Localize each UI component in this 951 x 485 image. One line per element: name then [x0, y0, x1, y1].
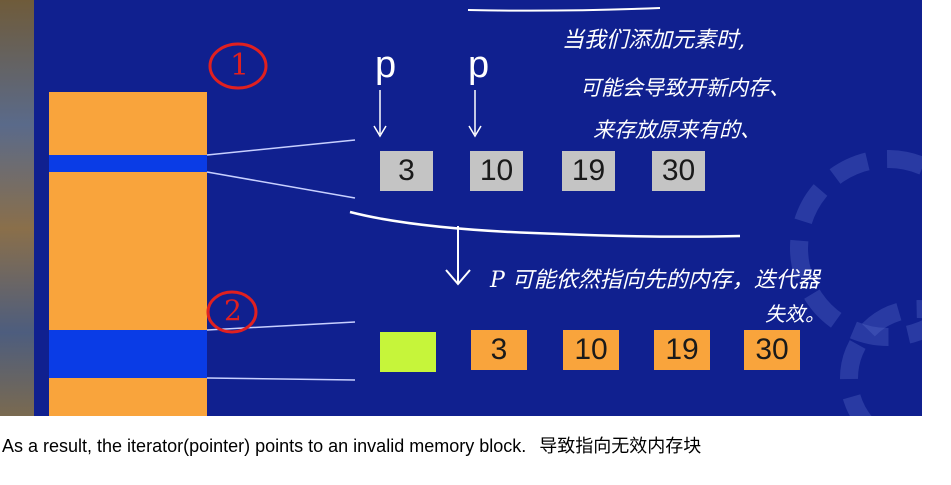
annotation-line-5: 失效。 [765, 302, 825, 326]
connector-lines [206, 7, 741, 381]
new-element-box: 30 [744, 330, 800, 370]
circle-two-label: 2 [224, 294, 242, 327]
memory-block-highlight-large [49, 330, 207, 378]
new-empty-slot [380, 332, 436, 372]
new-element-box: 3 [471, 330, 527, 370]
decorative-left-strip [0, 0, 34, 416]
new-element-box: 10 [563, 330, 619, 370]
circle-one-mark [208, 42, 268, 90]
underline-stroke [467, 7, 661, 12]
connector-line [206, 321, 356, 331]
slide-image: 1 2 p p 3 10 19 30 3 10 19 30 当我们添加元素时, … [0, 0, 922, 416]
annotation-line-4: P 可能依然指向先的内存，迭代器 [490, 268, 820, 293]
old-element-box: 19 [562, 151, 615, 191]
old-element-box: 3 [380, 151, 433, 191]
memory-block-highlight-small [49, 155, 207, 172]
annotation-line-1: 当我们添加元素时, [562, 28, 745, 53]
down-arrow-icon [468, 90, 482, 138]
old-element-box: 10 [470, 151, 523, 191]
connector-line [206, 171, 356, 199]
circle-two-mark [206, 290, 258, 334]
pointer-label-2: p [468, 44, 490, 86]
connector-line [206, 377, 356, 381]
new-element-box: 19 [654, 330, 710, 370]
memory-block-top [49, 92, 207, 155]
old-element-box: 30 [652, 151, 705, 191]
circle-one-label: 1 [230, 48, 250, 83]
down-arrow-stroke [445, 226, 471, 286]
memory-block-bottom [49, 378, 207, 416]
memory-block-middle [49, 172, 207, 330]
caption: As a result, the iterator(pointer) point… [2, 432, 701, 458]
divider-stroke [349, 210, 741, 238]
annotation-line-2: 可能会导致开新内存、 [580, 76, 790, 100]
caption-english: As a result, the iterator(pointer) point… [2, 436, 527, 456]
caption-chinese: 导致指向无效内存块 [539, 436, 702, 457]
pointer-label-1: p [375, 44, 397, 86]
connector-line [206, 139, 356, 156]
annotation-line-3: 来存放原来有的、 [593, 118, 761, 142]
down-arrow-icon [373, 90, 387, 138]
